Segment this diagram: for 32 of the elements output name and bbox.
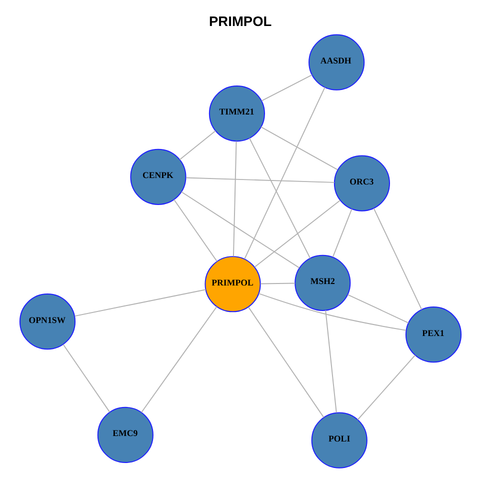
connector bbox=[248, 138, 310, 259]
node-circle: ORC3 bbox=[333, 155, 390, 212]
connector bbox=[178, 130, 216, 160]
diagram-title: PRIMPOL bbox=[208, 14, 272, 30]
node-circle: AASDH bbox=[308, 34, 364, 90]
connector bbox=[180, 191, 300, 268]
connector bbox=[74, 289, 206, 317]
node-circle: CENPK bbox=[130, 148, 186, 205]
node-circle: POLI bbox=[310, 412, 367, 468]
connector bbox=[173, 199, 217, 262]
node-circle: TIMM21 bbox=[208, 85, 265, 142]
connector bbox=[254, 200, 340, 268]
node-circle: EMC9 bbox=[96, 406, 153, 463]
connector bbox=[140, 306, 217, 413]
node-circle: PEX1 bbox=[404, 306, 462, 363]
connector bbox=[185, 177, 334, 183]
node-circle: OPN1SW bbox=[18, 294, 76, 350]
node-circle: MSH2 bbox=[294, 254, 350, 311]
connector bbox=[244, 86, 325, 260]
node-circle: PRIMPOL bbox=[204, 256, 260, 312]
connector bbox=[260, 74, 312, 102]
connector bbox=[356, 354, 416, 420]
connector bbox=[232, 140, 236, 257]
connector bbox=[372, 208, 422, 310]
connector bbox=[332, 208, 352, 258]
connector bbox=[346, 294, 408, 324]
connector bbox=[260, 126, 338, 170]
connector bbox=[248, 306, 324, 418]
connector bbox=[260, 282, 296, 284]
connector bbox=[324, 310, 336, 414]
connector bbox=[258, 293, 406, 331]
connector bbox=[62, 344, 110, 413]
